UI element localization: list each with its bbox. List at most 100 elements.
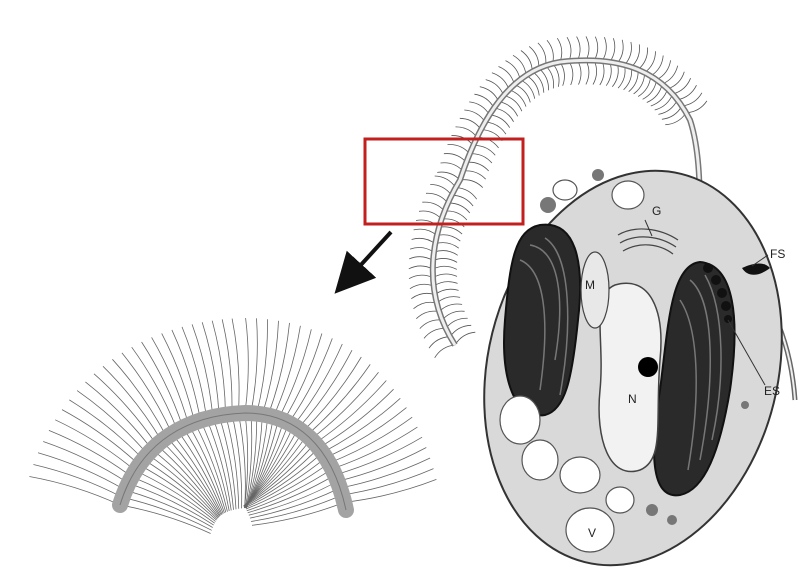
- hair: [489, 115, 509, 128]
- hair: [560, 62, 564, 86]
- hair: [433, 274, 457, 278]
- hair: [434, 282, 458, 286]
- hair: [456, 188, 477, 200]
- hair: [279, 329, 312, 418]
- hair: [338, 448, 427, 482]
- hair: [469, 102, 489, 115]
- hair: [446, 318, 468, 328]
- hair: [485, 122, 506, 134]
- hair: [506, 61, 521, 80]
- hair: [521, 51, 532, 72]
- hair: [77, 391, 148, 455]
- hair: [433, 258, 457, 262]
- hair: [122, 353, 172, 434]
- hair: [172, 330, 201, 421]
- hair: [441, 163, 464, 171]
- hair: [69, 400, 143, 460]
- hair: [409, 257, 433, 261]
- hair: [123, 497, 212, 530]
- hair: [284, 334, 322, 421]
- hair: [62, 410, 139, 465]
- hair: [222, 319, 232, 414]
- label-golgi: G: [652, 204, 661, 218]
- hair: [409, 275, 433, 279]
- hair: [631, 44, 639, 67]
- nucleus: [599, 283, 661, 471]
- hair: [455, 332, 475, 345]
- hair: [529, 46, 539, 68]
- hair: [600, 61, 604, 85]
- hair: [232, 414, 242, 509]
- hair: [419, 211, 442, 219]
- hair: [252, 502, 344, 525]
- hair: [29, 477, 120, 506]
- hair: [578, 61, 582, 85]
- hair: [183, 428, 224, 514]
- hair: [662, 66, 678, 84]
- hair: [638, 76, 651, 97]
- hair: [55, 420, 135, 471]
- hair: [665, 113, 686, 125]
- hair: [593, 61, 597, 85]
- hair: [298, 350, 352, 428]
- hair: [645, 51, 656, 72]
- hair: [435, 243, 459, 249]
- hair: [546, 66, 554, 89]
- cell-body: [444, 139, 809, 584]
- nucleolus: [638, 357, 658, 377]
- hair: [466, 162, 488, 171]
- hair: [422, 202, 444, 211]
- hair: [435, 345, 455, 358]
- hair: [192, 324, 213, 417]
- label-mitochondrion: M: [585, 278, 595, 292]
- hair: [657, 60, 671, 80]
- hair: [326, 408, 407, 458]
- hair: [429, 337, 450, 349]
- hair: [569, 61, 573, 85]
- hair: [94, 374, 157, 445]
- hair: [257, 319, 268, 413]
- hair: [602, 37, 606, 61]
- hair: [232, 319, 239, 414]
- hair: [460, 180, 483, 188]
- hair: [474, 94, 494, 108]
- hair: [651, 56, 664, 77]
- hair: [668, 72, 685, 89]
- hair: [132, 477, 215, 523]
- hair: [303, 357, 362, 432]
- hair: [424, 328, 446, 338]
- hair: [414, 302, 437, 308]
- zoom-arrow: [348, 232, 391, 279]
- hair: [513, 55, 526, 75]
- hair: [342, 469, 433, 495]
- magnified-mastigonemes: [29, 318, 436, 534]
- hair: [410, 247, 434, 252]
- label-vacuole: V: [588, 526, 596, 540]
- hair: [492, 73, 509, 90]
- hair: [437, 235, 460, 241]
- hair: [426, 193, 448, 203]
- hair: [677, 85, 696, 100]
- label-flagellar-swelling: FS: [770, 247, 785, 261]
- hair: [49, 430, 132, 476]
- hair: [251, 318, 257, 413]
- hair: [294, 344, 343, 426]
- hair: [463, 171, 486, 179]
- hair: [340, 458, 430, 488]
- hair: [245, 318, 248, 413]
- hair: [433, 266, 457, 269]
- hair: [586, 36, 589, 60]
- hair: [437, 297, 460, 303]
- hair: [567, 37, 571, 61]
- hair: [594, 37, 598, 61]
- hair: [437, 172, 460, 180]
- hair: [538, 43, 546, 66]
- hair: [412, 238, 436, 243]
- hair: [682, 93, 702, 106]
- hair: [494, 108, 514, 122]
- hair: [606, 62, 611, 86]
- label-eyespot: ES: [764, 384, 780, 398]
- hair: [411, 293, 435, 298]
